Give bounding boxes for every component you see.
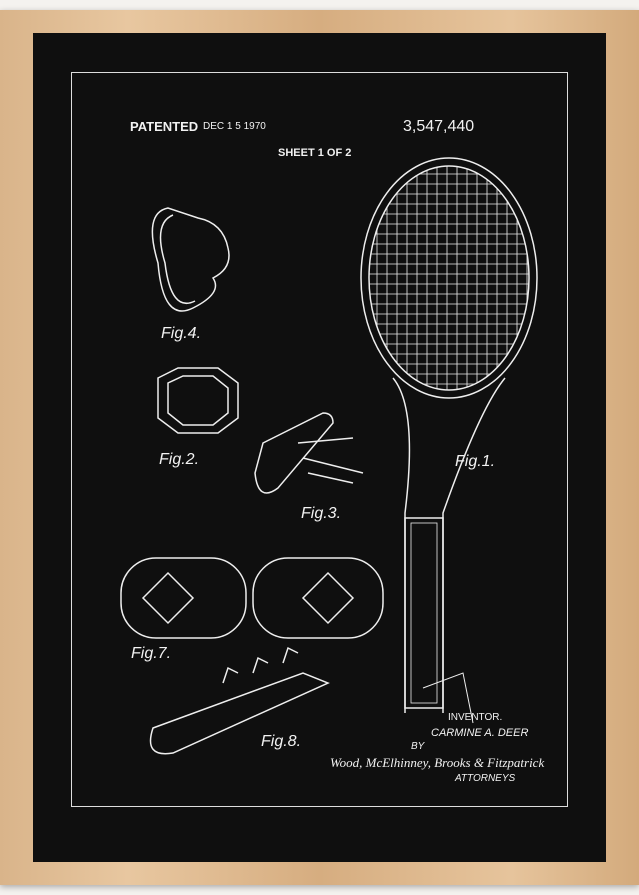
inventor-name: CARMINE A. DEER (431, 727, 529, 739)
fig7-right-section (252, 557, 384, 639)
fig4-drawing (151, 207, 230, 312)
leader-lines (422, 672, 474, 724)
by-label: BY (411, 741, 425, 752)
attorney-signature: Wood, McElhinney, Brooks & Fitzpatrick (330, 755, 545, 770)
fig8-label: Fig.8. (261, 733, 302, 750)
fig3-body (254, 412, 334, 494)
fig8-channel (149, 672, 330, 755)
sheet-label: SHEET 1 OF 2 (278, 147, 352, 159)
fig2-inner-octagon (167, 375, 229, 426)
racket-drawing (360, 157, 538, 713)
fig2-outer-octagon (157, 367, 239, 434)
patent-number: 3,547,440 (403, 118, 475, 135)
fig7-inserts (141, 571, 355, 625)
patent-drawings (120, 157, 538, 755)
fig8-clips (222, 646, 299, 684)
fig4-inner-outline (159, 214, 196, 305)
fig8-drawing (149, 646, 330, 755)
poster-inner-border (71, 72, 568, 807)
fig7-left-section (120, 557, 247, 639)
racket-head-inner (368, 165, 530, 391)
fig3-strings (297, 437, 364, 484)
fig1-label: Fig.1. (455, 453, 496, 470)
fig7-drawing (120, 557, 384, 639)
inventor-label: INVENTOR. (448, 712, 503, 723)
racket-throat-and-shaft (392, 377, 506, 713)
attorneys-label: ATTORNEYS (455, 773, 516, 784)
fig3-drawing (254, 412, 364, 494)
patented-label: PATENTED (130, 119, 199, 134)
racket-handle (404, 517, 444, 709)
patent-poster: PATENTED DEC 1 5 1970 3,547,440 SHEET 1 … (33, 33, 606, 862)
fig2-drawing (157, 367, 239, 434)
patent-date: DEC 1 5 1970 (203, 121, 266, 132)
racket-head-outer (360, 157, 538, 399)
fig7-label: Fig.7. (131, 645, 172, 662)
fig2-label: Fig.2. (159, 451, 200, 468)
fig3-label: Fig.3. (301, 505, 342, 522)
racket-handle-core (410, 522, 438, 704)
fig4-label: Fig.4. (161, 325, 202, 342)
fig4-outer-outline (151, 207, 230, 312)
racket-strings (369, 166, 529, 390)
